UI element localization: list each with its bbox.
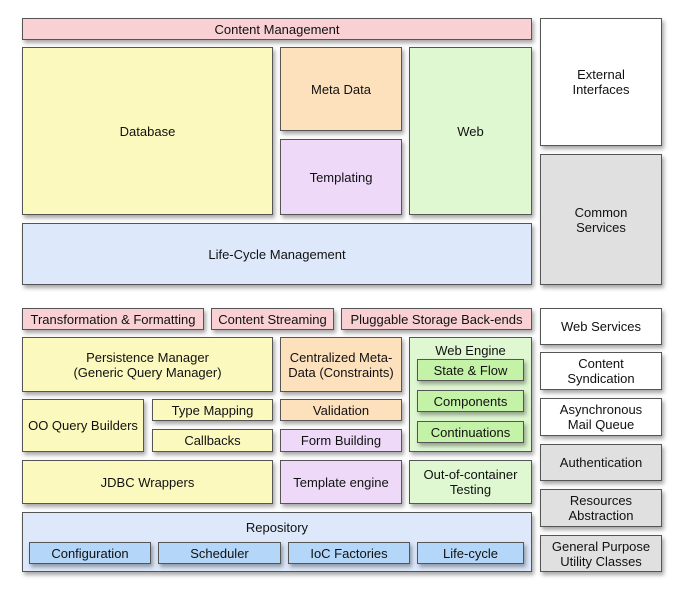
web-engine-label: Web Engine: [435, 343, 506, 358]
template-engine-label: Template engine: [293, 474, 389, 490]
transformation-formatting-box: Transformation & Formatting: [22, 308, 204, 330]
form-building-box: Form Building: [280, 429, 402, 452]
templating-box: Templating: [280, 139, 402, 215]
configuration-label: Configuration: [51, 545, 129, 561]
content-management-label: Content Management: [214, 21, 340, 37]
templating-label: Templating: [309, 169, 373, 185]
resources-abstraction-label: Resources Abstraction: [568, 493, 634, 523]
content-streaming-box: Content Streaming: [211, 308, 334, 330]
authentication-box: Authentication: [540, 444, 662, 481]
type-mapping-box: Type Mapping: [152, 399, 273, 421]
content-management-box: Content Management: [22, 18, 532, 40]
components-box: Components: [417, 390, 524, 412]
continuations-box: Continuations: [417, 421, 524, 443]
validation-label: Validation: [312, 402, 370, 418]
web-label: Web: [457, 123, 484, 139]
state-flow-box: State & Flow: [417, 359, 524, 381]
content-syndication-box: Content Syndication: [540, 352, 662, 390]
repository-label: Repository: [245, 520, 309, 535]
database-box: Database: [22, 47, 273, 215]
callbacks-box: Callbacks: [152, 429, 273, 452]
jdbc-wrappers-box: JDBC Wrappers: [22, 460, 273, 504]
meta-data-label: Meta Data: [311, 81, 371, 97]
web-services-label: Web Services: [561, 319, 641, 334]
general-purpose-utility-label: General Purpose Utility Classes: [551, 538, 651, 569]
meta-data-box: Meta Data: [280, 47, 402, 131]
resources-abstraction-box: Resources Abstraction: [540, 489, 662, 527]
asynchronous-mail-queue-box: Asynchronous Mail Queue: [540, 398, 662, 436]
oo-query-builders-label: OO Query Builders: [28, 418, 138, 433]
persistence-manager-box: Persistence Manager (Generic Query Manag…: [22, 337, 273, 392]
transformation-formatting-label: Transformation & Formatting: [30, 311, 196, 327]
state-flow-label: State & Flow: [433, 362, 508, 378]
asynchronous-mail-queue-label: Asynchronous Mail Queue: [559, 402, 643, 432]
out-of-container-testing-label: Out-of-container Testing: [423, 467, 518, 497]
content-syndication-label: Content Syndication: [567, 356, 635, 386]
life-cycle-label: Life-cycle: [443, 545, 498, 561]
oo-query-builders-box: OO Query Builders: [22, 399, 144, 452]
validation-box: Validation: [280, 399, 402, 421]
template-engine-box: Template engine: [280, 460, 402, 504]
database-label: Database: [119, 123, 176, 139]
common-services-box: Common Services: [540, 154, 662, 285]
centralized-meta-data-label: Centralized Meta- Data (Constraints): [288, 349, 394, 380]
scheduler-box: Scheduler: [158, 542, 281, 564]
pluggable-storage-label: Pluggable Storage Back-ends: [350, 311, 523, 327]
web-services-box: Web Services: [540, 308, 662, 345]
web-box: Web: [409, 47, 532, 215]
callbacks-label: Callbacks: [184, 433, 241, 448]
ioc-factories-label: IoC Factories: [310, 545, 388, 561]
authentication-label: Authentication: [559, 455, 643, 470]
external-interfaces-label: External Interfaces: [572, 67, 630, 97]
type-mapping-label: Type Mapping: [171, 402, 254, 418]
out-of-container-testing-box: Out-of-container Testing: [409, 460, 532, 504]
life-cycle-box: Life-cycle: [417, 542, 524, 564]
scheduler-label: Scheduler: [190, 545, 249, 561]
configuration-box: Configuration: [29, 542, 151, 564]
form-building-label: Form Building: [300, 433, 382, 448]
ioc-factories-box: IoC Factories: [288, 542, 410, 564]
general-purpose-utility-box: General Purpose Utility Classes: [540, 535, 662, 572]
common-services-label: Common Services: [574, 204, 628, 235]
life-cycle-management-box: Life-Cycle Management: [22, 223, 532, 285]
life-cycle-management-label: Life-Cycle Management: [208, 246, 346, 262]
continuations-label: Continuations: [430, 424, 511, 440]
persistence-manager-label: Persistence Manager (Generic Query Manag…: [73, 349, 222, 380]
content-streaming-label: Content Streaming: [218, 311, 327, 327]
components-label: Components: [433, 393, 508, 409]
external-interfaces-box: External Interfaces: [540, 18, 662, 146]
pluggable-storage-box: Pluggable Storage Back-ends: [341, 308, 532, 330]
centralized-meta-data-box: Centralized Meta- Data (Constraints): [280, 337, 402, 392]
jdbc-wrappers-label: JDBC Wrappers: [100, 474, 195, 490]
